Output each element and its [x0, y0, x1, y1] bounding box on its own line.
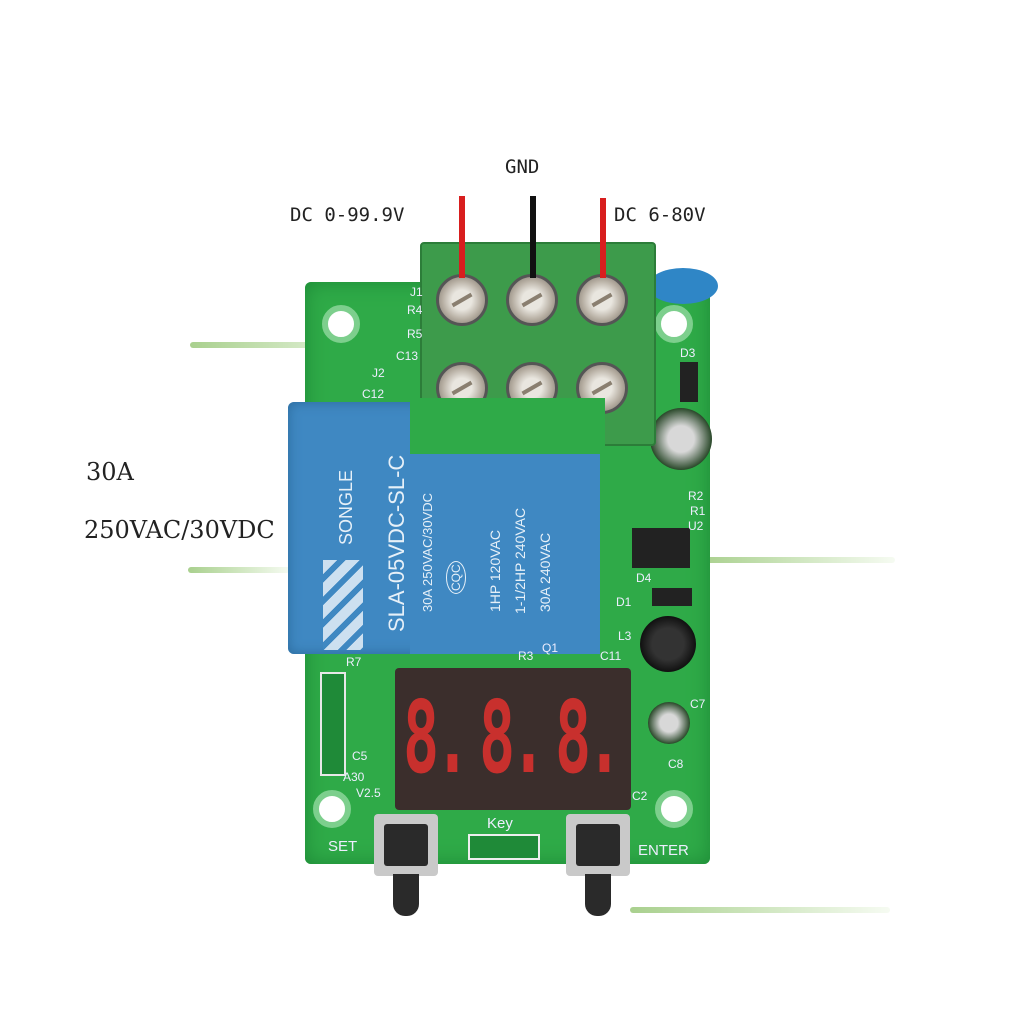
relay-brand: SONGLE	[336, 469, 356, 545]
inductor-l3	[640, 616, 696, 672]
silk-label: D1	[616, 595, 632, 609]
silk-label: J2	[372, 366, 385, 380]
silk-label: L3	[618, 629, 632, 643]
silk-label: D4	[636, 571, 652, 585]
guide-line-buttons	[630, 907, 890, 913]
red-wire-input	[459, 196, 465, 278]
capacitor-c7	[648, 702, 690, 744]
set-label: SET	[328, 838, 358, 855]
silk-label: U2	[688, 519, 704, 533]
silk-label: C5	[352, 749, 368, 763]
display-digit: 8.	[403, 679, 470, 796]
silk-label: C2	[632, 789, 648, 803]
screw-terminal[interactable]	[436, 274, 488, 326]
set-button-actuator[interactable]	[393, 874, 419, 916]
gnd-label: GND	[505, 156, 540, 178]
silk-label: R5	[407, 327, 423, 341]
led-display: 8. 8. 8.	[395, 668, 631, 810]
red-wire-supply	[600, 198, 606, 278]
relay-rating: 30A 250VAC/30VDC	[420, 493, 435, 612]
enter-label: ENTER	[638, 842, 689, 859]
silk-label: Q1	[542, 641, 559, 655]
relay-model: SLA-05VDC-SL-C	[384, 454, 409, 632]
enter-button[interactable]	[566, 814, 630, 876]
relay-spec-3: 30A 240VAC	[537, 532, 553, 612]
silk-label: C12	[362, 387, 385, 401]
display-digit: 8.	[479, 679, 546, 796]
input-voltage-label: DC 0-99.9V	[290, 204, 405, 226]
capacitor	[650, 408, 712, 470]
cqc-mark: CQC	[446, 561, 466, 594]
silk-label: R3	[518, 649, 534, 663]
silk-label: J1	[410, 285, 423, 299]
silk-label: C11	[600, 649, 622, 663]
silk-label: C13	[396, 349, 419, 363]
key-label: Key	[487, 815, 513, 832]
silk-label: R7	[346, 655, 362, 669]
relay-rating-label: 250VAC/30VDC	[84, 516, 275, 544]
silk-label: D3	[680, 346, 696, 360]
screw-terminal[interactable]	[576, 274, 628, 326]
silk-label: R4	[407, 303, 423, 317]
relay-notch	[410, 398, 605, 454]
relay-spec-2: 1-1/2HP 240VAC	[512, 507, 528, 614]
enter-button-actuator[interactable]	[585, 874, 611, 916]
relay-body	[410, 454, 600, 654]
silk-label: R2	[688, 489, 704, 503]
board-revision: V2.5	[356, 786, 381, 800]
pin-header	[320, 672, 346, 776]
mounting-hole	[655, 790, 693, 828]
mounting-hole	[655, 305, 693, 343]
mounting-hole	[313, 790, 351, 828]
screw-terminal[interactable]	[506, 274, 558, 326]
guide-line-relay	[188, 567, 290, 573]
diode-d3	[680, 362, 698, 402]
set-button[interactable]	[374, 814, 438, 876]
ic-u2	[632, 528, 690, 568]
relay-current-label: 30A	[86, 458, 134, 486]
silk-label: R1	[690, 504, 706, 518]
varistor	[648, 268, 718, 304]
guide-line-indicator	[700, 557, 895, 563]
mounting-hole	[322, 305, 360, 343]
display-digit: 8.	[555, 679, 622, 796]
silk-label: C7	[690, 697, 706, 711]
silk-label: C8	[668, 757, 684, 771]
guide-line-input	[190, 342, 400, 348]
black-wire-gnd	[530, 196, 536, 278]
songle-logo	[323, 560, 363, 650]
diode-d4	[652, 588, 692, 606]
key-header	[468, 834, 540, 860]
relay-spec-1: 1HP 120VAC	[487, 530, 503, 612]
board-version: A30	[343, 770, 365, 784]
supply-voltage-label: DC 6-80V	[614, 204, 706, 226]
